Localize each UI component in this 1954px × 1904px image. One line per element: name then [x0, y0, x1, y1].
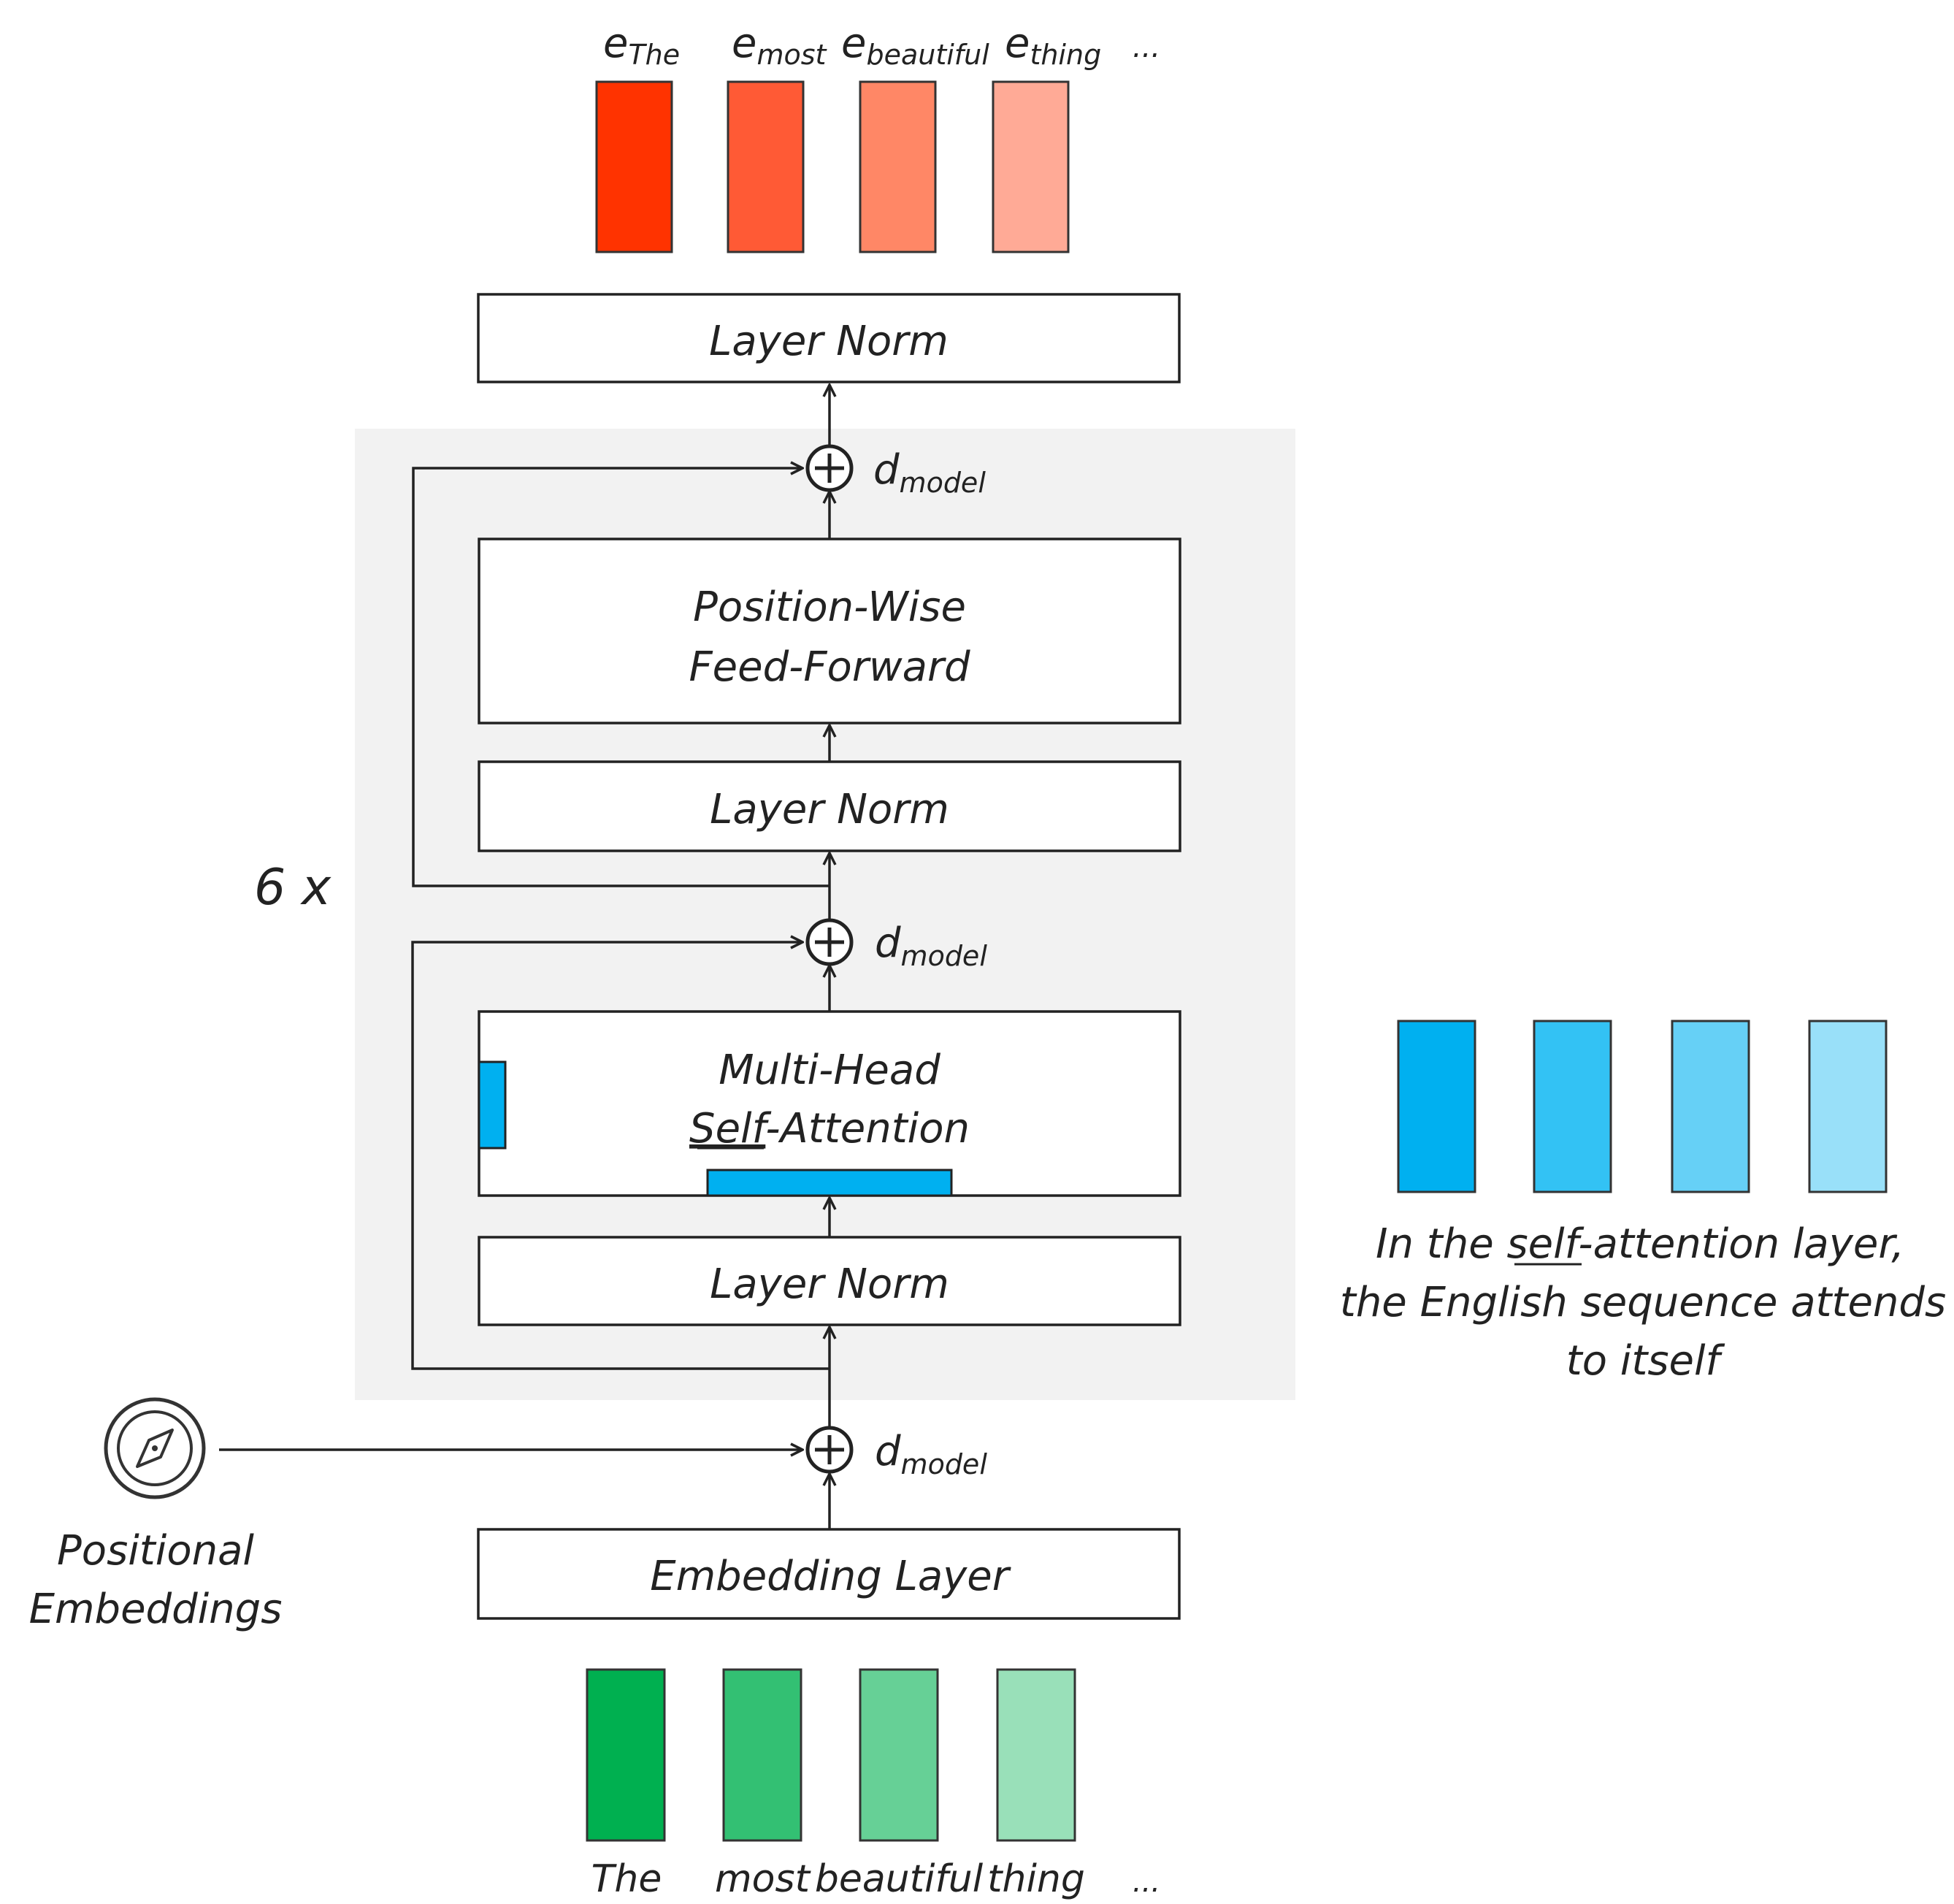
upper-residual-connection	[412, 468, 830, 887]
ffn-layer-norm-box	[478, 760, 1181, 852]
mha-layer-norm-box	[478, 1236, 1181, 1326]
mha-layer-norm-label: Layer Norm	[710, 1261, 949, 1308]
output-embeddings: eThe emost ebeautiful ething ...	[595, 20, 1160, 253]
caption-line2: the English sequence attends	[1340, 1279, 1946, 1326]
top-layer-norm-box	[477, 293, 1181, 383]
mha-label-line2: Self-Attention	[689, 1105, 970, 1152]
attention-key-2	[1533, 1020, 1612, 1193]
embedding-layer-box	[477, 1528, 1181, 1620]
ffn-label-line1: Position-Wise	[693, 584, 966, 631]
output-embedding-the	[595, 80, 673, 253]
positional-add-node	[805, 1426, 854, 1474]
input-word-thing: thing	[987, 1857, 1085, 1901]
upper-add-node	[805, 444, 854, 492]
output-label-the: eThe	[603, 20, 680, 71]
input-word-most: most	[715, 1857, 811, 1901]
attention-key-1	[1397, 1020, 1476, 1193]
attention-key-3	[1671, 1020, 1750, 1193]
mha-query-marker	[478, 1060, 507, 1150]
input-word-the: The	[591, 1857, 662, 1901]
mha-box	[478, 1010, 1181, 1197]
middle-add-node	[805, 918, 854, 966]
output-label-beautiful: ebeautiful	[841, 20, 989, 71]
output-ellipsis: ...	[1133, 31, 1160, 64]
output-label-thing: ething	[1005, 20, 1101, 71]
ffn-layer-norm-label: Layer Norm	[710, 786, 949, 833]
input-token-the	[586, 1668, 666, 1842]
lower-residual-connection	[411, 942, 830, 1370]
middle-dmodel-label: dmodel	[875, 919, 987, 972]
mha-key-bar	[706, 1169, 953, 1197]
input-token-most	[722, 1668, 802, 1842]
input-token-thing	[996, 1668, 1076, 1842]
output-embedding-most	[727, 80, 805, 253]
repeat-label: 6 x	[254, 859, 332, 917]
ffn-box	[478, 538, 1181, 724]
input-tokens: The most beautiful thing ...	[586, 1668, 1160, 1901]
positional-label-line1: Positional	[57, 1527, 254, 1575]
embedding-layer-label: Embedding Layer	[650, 1553, 1011, 1600]
compass-icon	[104, 1397, 206, 1499]
caption-line1: In the self-attention layer,	[1376, 1220, 1904, 1268]
top-layer-norm-label: Layer Norm	[709, 318, 949, 365]
mha-label-line1: Multi-Head	[719, 1047, 940, 1094]
positional-label-line2: Embeddings	[29, 1586, 283, 1633]
output-embedding-beautiful	[859, 80, 937, 253]
output-label-most: emost	[732, 20, 828, 71]
input-ellipsis: ...	[1133, 1865, 1160, 1899]
attention-keys	[1397, 1020, 1888, 1193]
input-token-beautiful	[859, 1668, 939, 1842]
attention-key-4	[1808, 1020, 1888, 1193]
upper-dmodel-label: dmodel	[873, 446, 986, 499]
bottom-dmodel-label: dmodel	[875, 1428, 987, 1480]
caption-line3: to itself	[1566, 1337, 1725, 1385]
input-word-beautiful: beautiful	[815, 1857, 984, 1901]
output-embedding-thing	[992, 80, 1070, 253]
ffn-label-line2: Feed-Forward	[689, 643, 970, 691]
